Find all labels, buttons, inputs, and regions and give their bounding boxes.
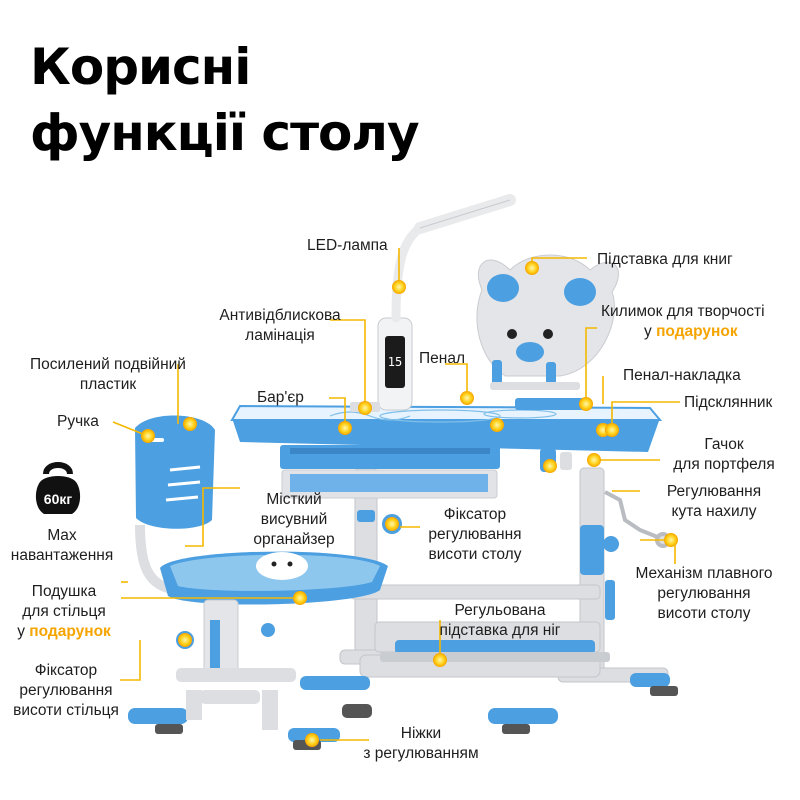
- label-footrest: Регульована підставка для ніг: [439, 602, 561, 639]
- label-anti-glare: Антивідблискова ламінація: [219, 307, 341, 344]
- page-title-line1: Корисні: [30, 38, 251, 96]
- label-pencil-case: Пенал: [419, 350, 465, 367]
- label-mechanism: Механізм плавного регулювання висоти сто…: [635, 565, 773, 622]
- pencil-overlay: [515, 398, 585, 410]
- label-book-stand: Підставка для книг: [597, 251, 733, 268]
- label-pencil-overlay: Пенал-накладка: [623, 367, 741, 384]
- label-glass-holder: Підсклянник: [684, 394, 773, 411]
- led-lamp: 15: [377, 194, 516, 411]
- label-organizer: Місткий висувний органайзер: [253, 491, 335, 548]
- label-hook: Гачок для портфеля: [673, 436, 775, 473]
- book-stand: [476, 254, 619, 390]
- label-reinforced-plastic: Посилений подвійний пластик: [30, 356, 186, 393]
- footrest: [380, 640, 610, 662]
- leader-lines: [112, 248, 680, 741]
- page-title-line2: функції столу: [30, 104, 420, 162]
- hotspot-dots: [141, 261, 678, 747]
- label-chair-lock: Фіксатор регулювання висоти стільця: [13, 662, 119, 719]
- tabletop-surface: [230, 404, 663, 421]
- label-max-load: Max навантаження: [10, 527, 114, 564]
- desk-leg-trims: [300, 510, 670, 724]
- drawer: [280, 445, 500, 499]
- label-handle: Ручка: [57, 413, 99, 430]
- label-desk-lock: Фіксатор регулювання висоти столу: [428, 506, 522, 563]
- label-creative-mat-gift: у подарунок: [644, 323, 738, 340]
- label-cushion: Подушка для стільця у подарунок: [17, 583, 111, 640]
- label-barrier: Бар'єр: [257, 389, 304, 406]
- weight-badge: 60кг: [43, 491, 73, 507]
- chair: [128, 415, 678, 750]
- label-led-lamp: LED-лампа: [307, 237, 388, 254]
- label-tilt: Регулювання кута нахилу: [666, 483, 762, 520]
- svg-text:15: 15: [388, 355, 402, 369]
- kettlebell-icon: [35, 462, 81, 514]
- label-legs: Ніжки з регулюванням: [363, 725, 479, 762]
- label-creative-mat: Килимок для творчості: [601, 303, 765, 320]
